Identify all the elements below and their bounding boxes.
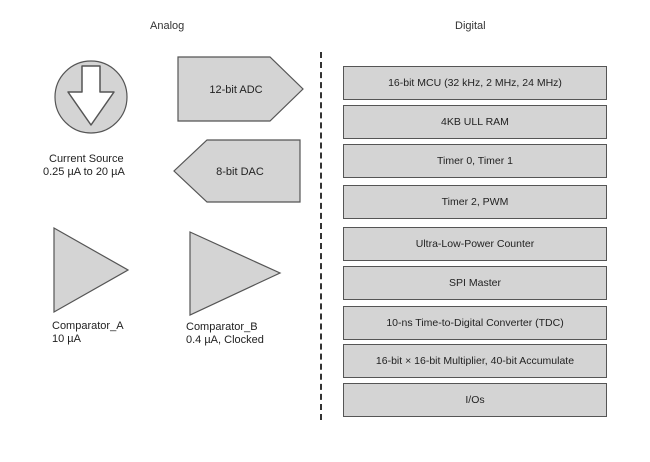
adc-block: 12-bit ADC bbox=[177, 56, 304, 122]
analog-header: Analog bbox=[150, 20, 185, 32]
comparator-a-icon bbox=[53, 226, 130, 314]
comparator-b-name: Comparator_B bbox=[186, 321, 258, 333]
digital-block-io: I/Os bbox=[343, 383, 607, 417]
digital-block-timer01: Timer 0, Timer 1 bbox=[343, 144, 607, 178]
digital-block-timer2: Timer 2, PWM bbox=[343, 185, 607, 219]
current-source-range: 0.25 µA to 20 µA bbox=[43, 166, 125, 178]
digital-header: Digital bbox=[455, 20, 486, 32]
comparator-a-current: 10 µA bbox=[52, 333, 81, 345]
current-source-name: Current Source bbox=[49, 153, 124, 165]
adc-label: 12-bit ADC bbox=[209, 84, 262, 96]
current-source-icon bbox=[54, 60, 128, 134]
digital-block-counter: Ultra-Low-Power Counter bbox=[343, 227, 607, 261]
digital-block-spi: SPI Master bbox=[343, 266, 607, 300]
comparator-b-icon bbox=[189, 231, 282, 316]
dac-label: 8-bit DAC bbox=[216, 166, 264, 178]
comparator-b-current: 0.4 µA, Clocked bbox=[186, 334, 264, 346]
comparator-a-label: Comparator_A 10 µA bbox=[52, 320, 162, 346]
comparator-a-name: Comparator_A bbox=[52, 320, 124, 332]
current-source-label: Current Source 0.25 µA to 20 µA bbox=[43, 153, 147, 179]
digital-block-multiplier: 16-bit × 16-bit Multiplier, 40-bit Accum… bbox=[343, 344, 607, 378]
digital-block-mcu: 16-bit MCU (32 kHz, 2 MHz, 24 MHz) bbox=[343, 66, 607, 100]
digital-block-tdc: 10-ns Time-to-Digital Converter (TDC) bbox=[343, 306, 607, 340]
comparator-b-label: Comparator_B 0.4 µA, Clocked bbox=[186, 321, 306, 347]
digital-block-ram: 4KB ULL RAM bbox=[343, 105, 607, 139]
analog-digital-divider bbox=[320, 52, 322, 420]
dac-block: 8-bit DAC bbox=[173, 139, 301, 203]
